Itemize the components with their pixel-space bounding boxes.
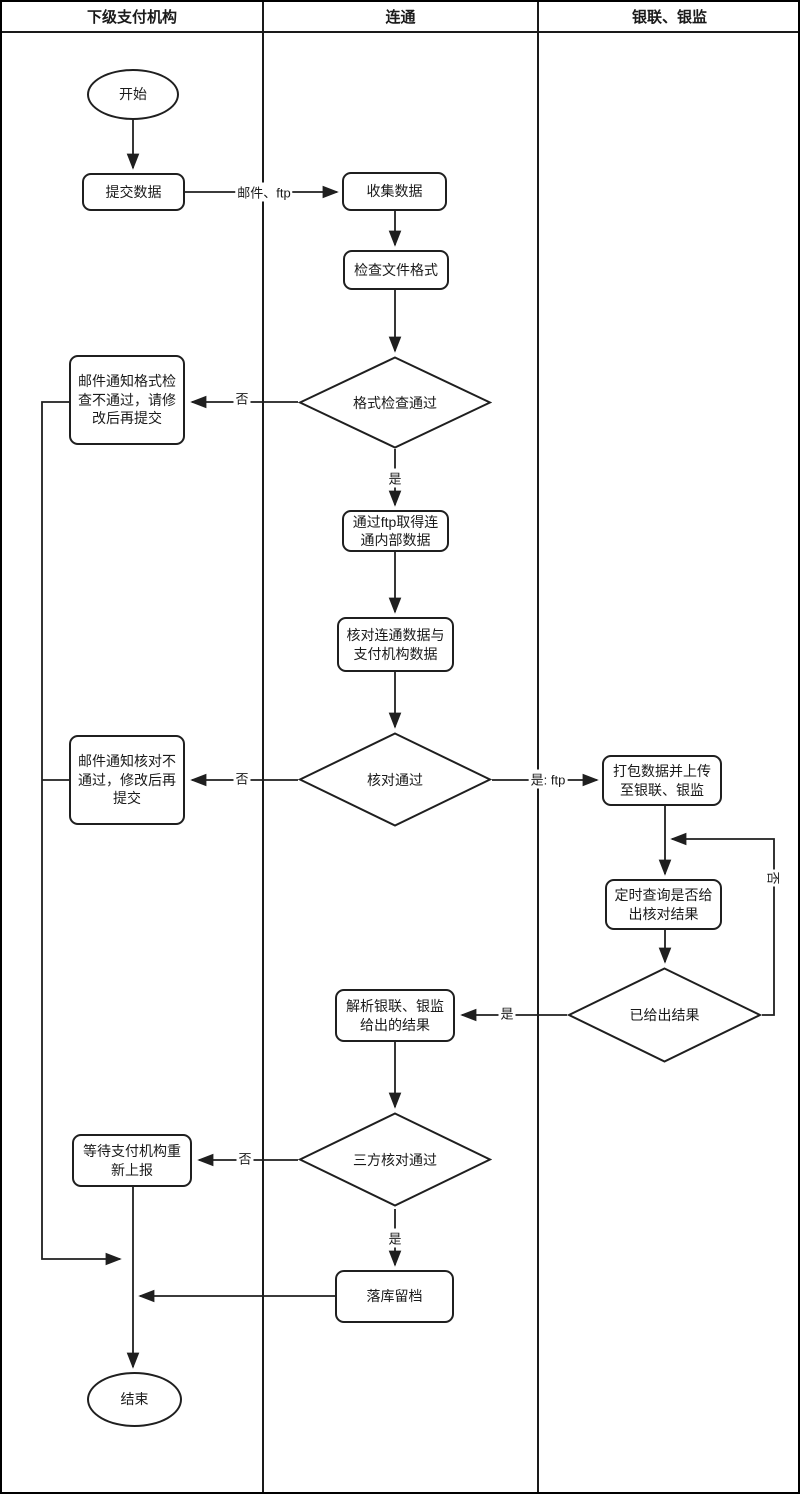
edge-label-yes-ftp: 是: ftp <box>528 769 568 789</box>
lane-divider <box>262 2 264 1492</box>
check-pass-label: 核对通过 <box>367 771 423 788</box>
parse-result-node: 解析银联、银监给出的结果 <box>335 989 455 1042</box>
format-pass-label: 格式检查通过 <box>353 394 437 411</box>
edge-label-mail-ftp: 邮件、ftp <box>235 182 293 202</box>
diamond-shape <box>298 1112 492 1207</box>
submit-data-label: 提交数据 <box>105 183 162 200</box>
package-upload-label: 打包数据并上传至银联、银监 <box>613 763 711 798</box>
compare-data-label: 核对连通数据与支付机构数据 <box>346 627 445 662</box>
compare-data-node: 核对连通数据与支付机构数据 <box>337 617 454 672</box>
format-pass-decision: 格式检查通过 <box>298 356 492 449</box>
end-label: 结束 <box>120 1391 149 1408</box>
lane-divider <box>537 2 539 1492</box>
check-format-label: 检查文件格式 <box>354 261 438 278</box>
collect-data-label: 收集数据 <box>366 183 423 200</box>
check-format-node: 检查文件格式 <box>343 250 449 290</box>
check-pass-decision: 核对通过 <box>298 732 492 827</box>
collect-data-node: 收集数据 <box>342 172 447 211</box>
edge-label-yes-3: 是 <box>386 1228 404 1248</box>
result-given-decision: 已给出结果 <box>567 967 762 1063</box>
wait-resubmit-label: 等待支付机构重新上报 <box>83 1143 181 1178</box>
lane-header-unionpay: 银联、银监 <box>539 2 798 31</box>
edge-label-yes-1: 是 <box>386 468 404 488</box>
archive-node: 落库留档 <box>335 1270 454 1323</box>
poll-result-label: 定时查询是否给出核对结果 <box>614 887 713 922</box>
ftp-get-node: 通过ftp取得连通内部数据 <box>342 510 449 552</box>
threeway-pass-label: 三方核对通过 <box>353 1151 437 1168</box>
start-node: 开始 <box>87 69 179 120</box>
submit-data-node: 提交数据 <box>82 173 185 211</box>
notify-check-fail-node: 邮件通知核对不通过，修改后再提交 <box>69 735 185 825</box>
edge-label-no-1: 否 <box>233 388 251 408</box>
notify-check-fail-label: 邮件通知核对不通过，修改后再提交 <box>78 753 176 807</box>
lane-header-payment-org: 下级支付机构 <box>2 2 262 31</box>
parse-result-label: 解析银联、银监给出的结果 <box>346 998 444 1033</box>
poll-result-node: 定时查询是否给出核对结果 <box>605 879 722 930</box>
edge-label-no-2: 否 <box>233 768 251 788</box>
notify-format-fail-label: 邮件通知格式检查不通过，请修改后再提交 <box>78 373 176 427</box>
lane-title: 银联、银监 <box>631 9 707 26</box>
ftp-get-label: 通过ftp取得连通内部数据 <box>352 513 439 548</box>
wait-resubmit-node: 等待支付机构重新上报 <box>72 1134 192 1187</box>
edge-label-no-3: 否 <box>236 1148 254 1168</box>
edge-label-yes-2: 是 <box>498 1003 516 1023</box>
lane-header-liantong: 连通 <box>264 2 537 31</box>
archive-label: 落库留档 <box>366 1288 423 1305</box>
end-node: 结束 <box>87 1372 182 1427</box>
lane-title: 下级支付机构 <box>86 9 177 26</box>
result-given-label: 已给出结果 <box>629 1007 700 1023</box>
diamond-shape <box>298 356 492 449</box>
edge-label-no-loop: 否 <box>764 869 784 887</box>
header-separator <box>2 31 798 33</box>
notify-format-fail-node: 邮件通知格式检查不通过，请修改后再提交 <box>69 355 185 445</box>
diamond-shape <box>298 732 492 827</box>
diamond-shape <box>567 967 762 1063</box>
lane-title: 连通 <box>385 9 416 26</box>
threeway-pass-decision: 三方核对通过 <box>298 1112 492 1207</box>
package-upload-node: 打包数据并上传至银联、银监 <box>602 755 722 806</box>
start-label: 开始 <box>119 86 147 103</box>
